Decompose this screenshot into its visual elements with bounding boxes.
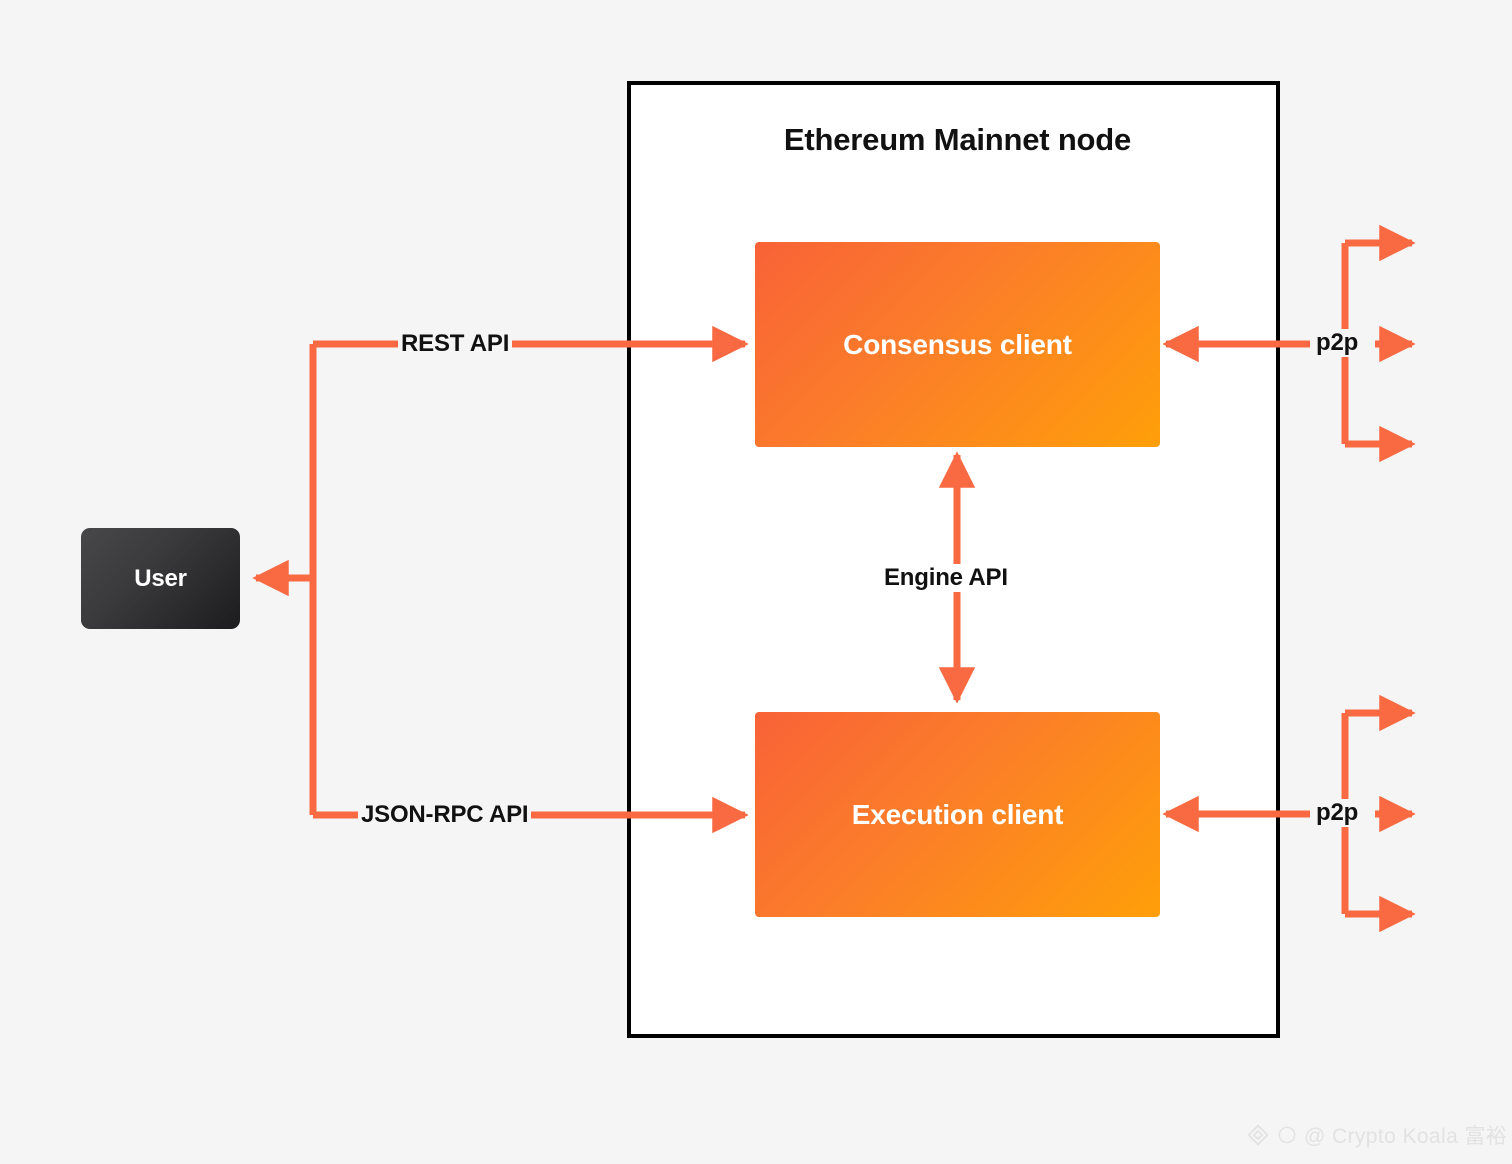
user-node[interactable]: User (81, 528, 240, 629)
edge-label-p2p-execution: p2p (1313, 799, 1362, 827)
execution-client-node[interactable]: Execution client (755, 712, 1160, 917)
node-title: Ethereum Mainnet node (783, 122, 1132, 157)
at-sign-icon (1278, 1126, 1296, 1144)
user-node-label: User (134, 564, 187, 592)
execution-client-label: Execution client (851, 798, 1064, 830)
consensus-client-label: Consensus client (843, 328, 1072, 360)
edge-label-engine-api: Engine API (878, 564, 1014, 592)
consensus-client-node[interactable]: Consensus client (755, 242, 1160, 447)
edge-label-p2p-consensus: p2p (1313, 329, 1362, 357)
edge-label-jsonrpc-api: JSON-RPC API (358, 801, 532, 829)
watermark: @ Crypto Koala 富裕 (1246, 1120, 1507, 1150)
watermark-handle: @ Crypto Koala 富裕 (1304, 1125, 1508, 1148)
diamond-logo-icon (1247, 1124, 1269, 1146)
edge-label-rest-api: REST API (398, 330, 513, 358)
